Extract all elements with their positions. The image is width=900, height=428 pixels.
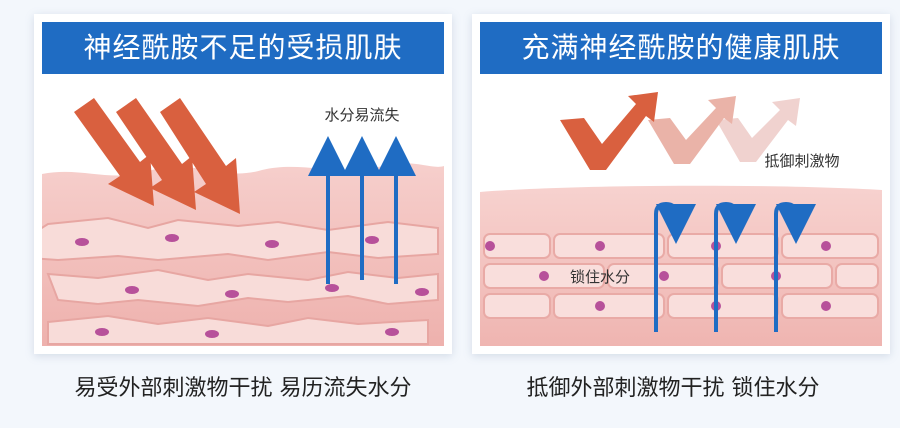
healthy-cell-layer <box>483 233 879 319</box>
irritant-arrows <box>74 98 240 214</box>
moisture-loss-label: 水分易流失 <box>324 106 399 124</box>
cell-nuclei <box>75 234 429 338</box>
damaged-skin-title: 神经酰胺不足的受损肌肤 <box>42 22 444 74</box>
healthy-skin-title: 充满神经酰胺的健康肌肤 <box>480 22 882 74</box>
damaged-skin-caption: 易受外部刺激物干扰 易历流失水分 <box>74 376 412 401</box>
moisture-lock-arrows <box>654 201 816 332</box>
damaged-skin-panel: 神经酰胺不足的受损肌肤 <box>34 14 452 354</box>
deflected-irritant-arrows <box>560 92 800 170</box>
healthy-skin-panel: 充满神经酰胺的健康肌肤 <box>472 14 890 354</box>
moisture-loss-arrows <box>308 136 416 284</box>
damaged-skin-illustration: 水分易流失 <box>42 74 444 346</box>
irritant-defense-label: 抵御刺激物 <box>764 152 839 170</box>
cell-nuclei <box>485 241 831 311</box>
moisture-lock-label: 锁住水分 <box>570 268 630 286</box>
healthy-skin-caption: 抵御外部刺激物干扰 锁住水分 <box>526 376 820 401</box>
healthy-skin-illustration: 抵御刺激物 锁住水分 <box>480 74 882 346</box>
damaged-cell-layer <box>42 216 439 345</box>
